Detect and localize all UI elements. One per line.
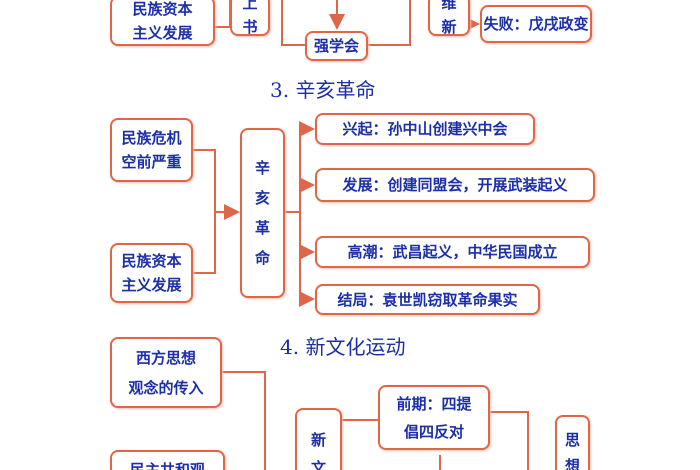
capital-development-box: 民族资本主义发展: [110, 0, 215, 46]
label: 民族资本: [132, 0, 193, 18]
label: 观念的传入: [128, 378, 204, 397]
label: 上: [242, 0, 258, 12]
thought-box: 思想: [555, 415, 590, 470]
early-period-box: 前期：四提倡四反对: [378, 385, 490, 450]
label: 倡四反对: [403, 422, 464, 441]
rise-box: 兴起：孙中山创建兴中会: [315, 113, 535, 145]
development-box: 发展：创建同盟会，开展武装起义: [315, 168, 595, 202]
western-ideas-box: 西方思想观念的传入: [110, 337, 222, 408]
label: 兴起：孙中山创建兴中会: [342, 120, 508, 138]
label: 思: [564, 431, 580, 449]
label: 文: [310, 459, 326, 470]
weixin-box: 维新: [428, 0, 470, 36]
label: 辛: [254, 159, 270, 177]
label: 发展：创建同盟会，开展武装起义: [342, 176, 568, 194]
label: 亥: [254, 189, 270, 207]
label: 失败：戊戌政变: [483, 15, 589, 33]
crisis-box: 民族危机空前严重: [110, 118, 193, 182]
shangshu-box: 上书: [230, 0, 270, 36]
label: 强学会: [313, 37, 359, 55]
label: 维: [441, 0, 457, 12]
label: 结局：袁世凯窃取革命果实: [337, 290, 518, 309]
label: 民族危机: [121, 129, 182, 147]
label: 前期：四提: [396, 394, 472, 413]
new-culture-box: 新文: [295, 408, 342, 470]
failure-box: 失败：戊戌政变: [480, 5, 592, 43]
label: 书: [242, 18, 258, 36]
label: 民族资本: [121, 252, 182, 270]
qiangxuehui-box: 强学会: [305, 31, 368, 61]
label: 高潮：武昌起义，中华民国成立: [347, 243, 558, 261]
label: 新: [441, 18, 457, 36]
label: 革: [254, 219, 270, 237]
label: 民主共和观: [129, 461, 205, 470]
label: 西方思想: [135, 348, 196, 367]
climax-box: 高潮：武昌起义，中华民国成立: [315, 236, 590, 268]
label: 新: [310, 431, 326, 449]
label: 主义发展: [121, 276, 182, 294]
section4-title: 4. 新文化运动: [280, 335, 406, 359]
label: 空前严重: [121, 153, 182, 171]
capital-box: 民族资本主义发展: [110, 243, 193, 303]
label: 主义发展: [132, 24, 193, 42]
xinhai-box: 辛亥革命: [240, 128, 285, 298]
label: 想: [564, 457, 580, 470]
democracy-box: 民主共和观: [110, 450, 225, 470]
outcome-box: 结局：袁世凯窃取革命果实: [315, 284, 540, 315]
label: 命: [254, 249, 270, 267]
section3-title: 3. 辛亥革命: [270, 78, 376, 102]
